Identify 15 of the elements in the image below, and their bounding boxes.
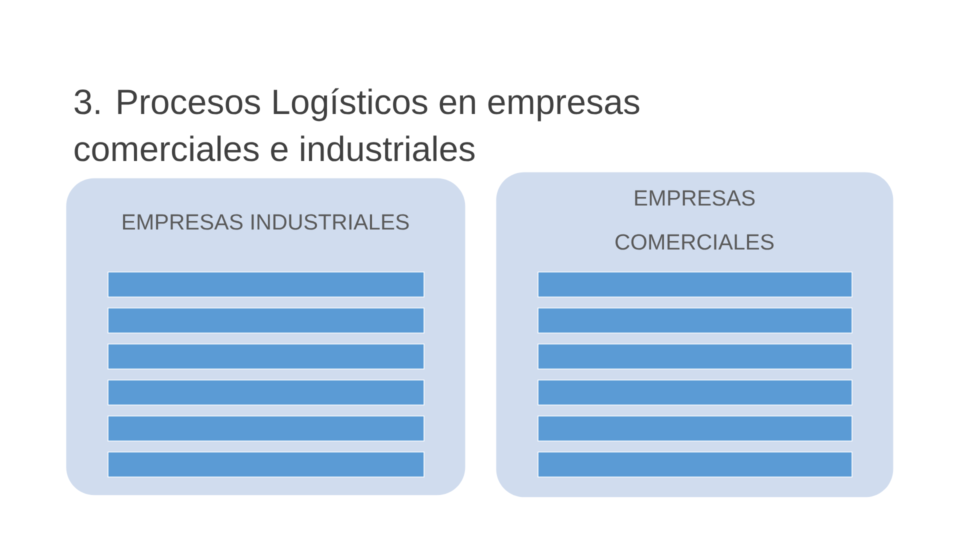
list-bar <box>538 272 852 298</box>
list-bar <box>538 344 852 370</box>
list-bar <box>108 380 424 406</box>
panel-heading: EMPRESAS INDUSTRIALES <box>123 214 409 230</box>
list-bar <box>108 344 424 370</box>
list-bar <box>538 380 852 406</box>
list-bar <box>108 416 424 442</box>
list-bar <box>108 272 424 298</box>
list-bar <box>538 452 852 478</box>
list-bar <box>538 416 852 442</box>
slide-title: 3. Procesos Logísticos en empresas comerciales e industriales <box>74 88 640 162</box>
list-bar <box>108 308 424 334</box>
panel-heading: EMPRESAS COMERCIALES <box>616 190 774 250</box>
list-bar <box>108 452 424 478</box>
list-bar <box>538 308 852 334</box>
